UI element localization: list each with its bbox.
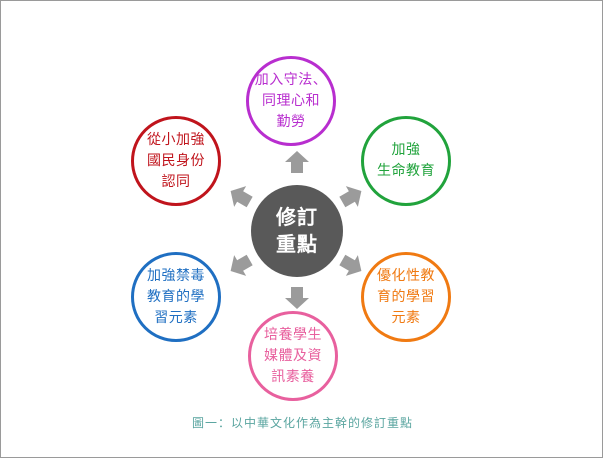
node-lower-right-label: 優化性教 育的學習 元素 bbox=[377, 267, 435, 326]
node-anti-drug-education: 加強禁毒 教育的學 習元素 bbox=[131, 252, 221, 342]
node-bottom-label: 培養學生 媒體及資 訊素養 bbox=[264, 326, 322, 385]
node-top-label: 加入守法、 同理心和 勤勞 bbox=[254, 71, 328, 130]
node-life-education: 加強 生命教育 bbox=[361, 116, 451, 206]
node-upper-right-label: 加強 生命教育 bbox=[377, 142, 435, 179]
arrow-upper-right-icon bbox=[339, 186, 362, 208]
figure-caption: 圖一：以中華文化作為主幹的修訂重點 bbox=[191, 416, 413, 430]
node-upper-left-label: 從小加強 國民身份 認同 bbox=[147, 131, 205, 190]
arrow-top-icon bbox=[285, 151, 309, 173]
node-top-law-empathy-diligence: 加入守法、 同理心和 勤勞 bbox=[246, 56, 336, 146]
node-media-literacy: 培養學生 媒體及資 訊素養 bbox=[248, 311, 338, 401]
arrow-upper-left-icon bbox=[230, 186, 253, 208]
node-lower-left-label: 加強禁毒 教育的學 習元素 bbox=[147, 267, 205, 326]
node-sex-education: 優化性教 育的學習 元素 bbox=[361, 252, 451, 342]
arrow-lower-right-icon bbox=[339, 254, 362, 276]
center-hub-label: 修訂 重點 bbox=[276, 205, 318, 256]
arrow-lower-left-icon bbox=[230, 254, 253, 276]
center-hub: 修訂 重點 bbox=[251, 185, 343, 277]
arrow-bottom-icon bbox=[285, 287, 309, 309]
node-national-identity: 從小加強 國民身份 認同 bbox=[131, 116, 221, 206]
